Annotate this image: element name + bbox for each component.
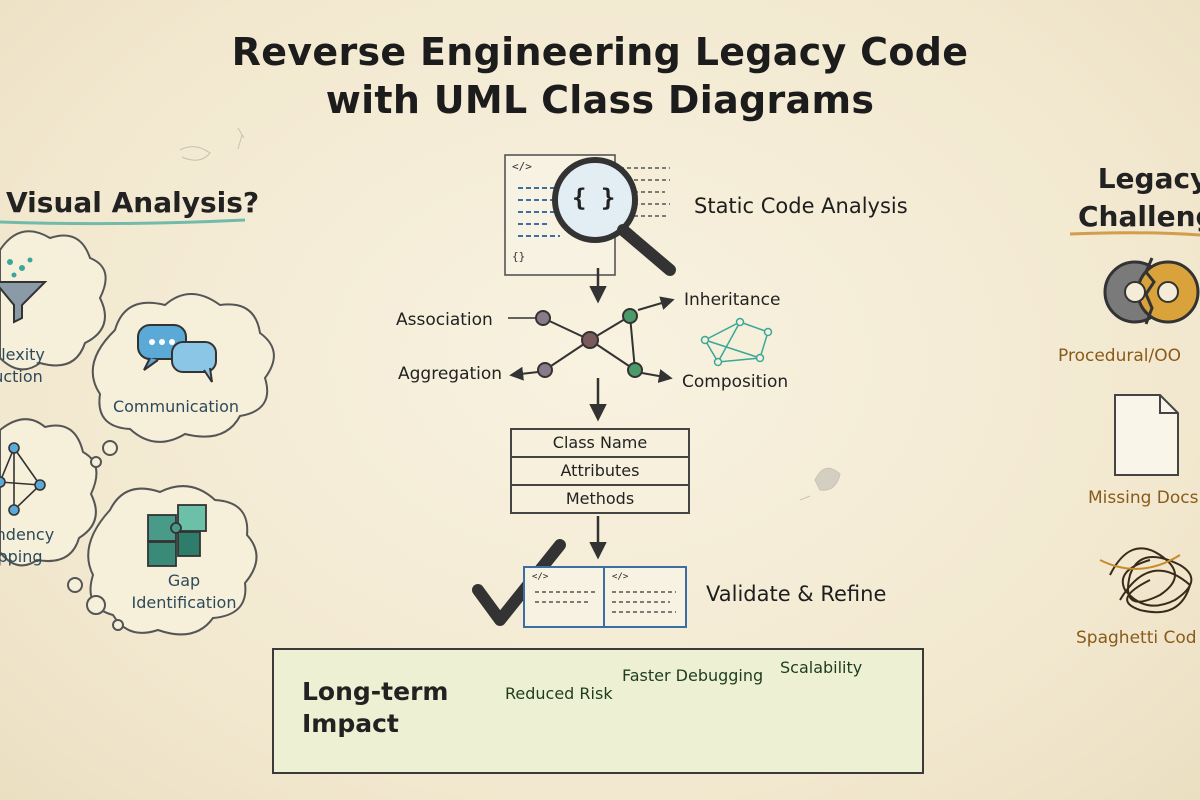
thought-trail-dots — [67, 440, 124, 631]
thought-bubble-dependency — [0, 418, 98, 567]
uml-class-box: Class Name Attributes Methods — [510, 428, 690, 514]
label-composition: Composition — [682, 372, 789, 392]
broken-gear-icon — [1103, 257, 1200, 325]
left-heading: y Visual Analysis? — [0, 186, 260, 219]
doc-tag-left: </> — [532, 572, 549, 582]
mini-network-icon — [700, 317, 773, 367]
code-tag-top: </> — [512, 160, 532, 173]
right-heading-underline — [1069, 231, 1200, 237]
title-line-1: Reverse Engineering Legacy Code — [231, 30, 969, 74]
uml-methods: Methods — [565, 489, 635, 508]
impact-title: Long-term Impact — [302, 677, 449, 738]
impact-label-reduced-risk: Reduced Risk — [505, 684, 613, 703]
label-aggregation: Aggregation — [398, 364, 503, 384]
impact-panel — [272, 648, 924, 774]
tangled-spaghetti-icon — [1099, 547, 1193, 614]
funnel-icon — [0, 257, 48, 324]
left-heading-underline — [0, 218, 246, 226]
challenge-label-missing-docs: Missing Docs — [1088, 488, 1199, 508]
chat-bubbles-icon — [137, 324, 217, 383]
bubble-label-dependency: endency pping — [0, 525, 55, 566]
impact-label-faster-debugging: Faster Debugging — [622, 666, 764, 685]
bubble-label-gap: Gap Identification — [131, 571, 237, 612]
page-title: Reverse Engineering Legacy Code with UML… — [0, 28, 1200, 124]
puzzle-icon — [147, 504, 207, 567]
label-inheritance: Inheritance — [684, 290, 781, 310]
relationship-graph — [508, 296, 675, 383]
title-line-2: with UML Class Diagrams — [325, 78, 875, 122]
braces-glyph: { } — [572, 184, 616, 212]
bubble-label-complexity: plexity uction — [0, 345, 45, 386]
magnifying-glass-icon — [552, 157, 676, 276]
validated-documents-icon — [523, 566, 687, 628]
impact-label-scalability: Scalability — [780, 658, 863, 677]
thought-bubble-complexity — [0, 230, 107, 371]
label-association: Association — [396, 310, 493, 330]
challenge-label-procedural: Procedural/OO — [1058, 346, 1181, 366]
uml-class-name: Class Name — [512, 430, 688, 458]
step-validate-refine: Validate & Refine — [706, 582, 887, 606]
right-heading: Legacy Challenge — [1078, 162, 1200, 233]
network-icon — [0, 442, 46, 516]
doc-tag-right: </> — [612, 572, 629, 582]
step-static-analysis: Static Code Analysis — [694, 194, 908, 218]
challenge-label-spaghetti: Spaghetti Cod — [1076, 628, 1197, 648]
uml-attributes: Attributes — [512, 458, 688, 486]
blank-document-icon — [1114, 394, 1179, 476]
code-tag-bottom: {} — [512, 250, 526, 263]
bubble-label-communication: Communication — [112, 397, 240, 416]
smudge-marks — [179, 127, 841, 501]
